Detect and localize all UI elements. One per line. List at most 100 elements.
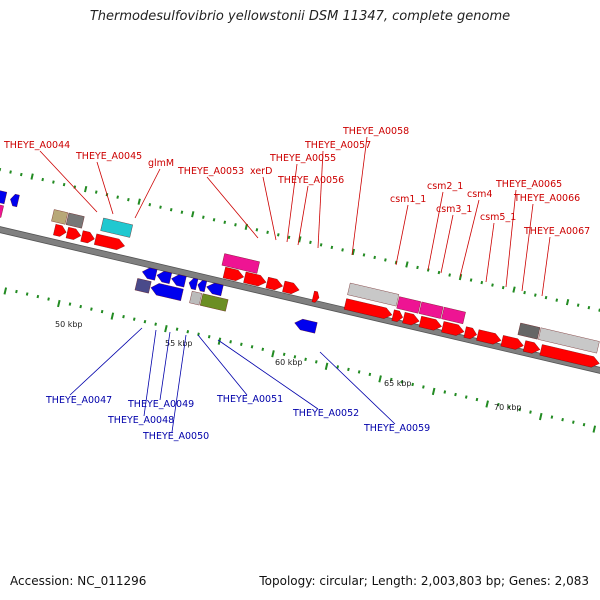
gene-label-THEYE_A0067[interactable]: THEYE_A0067 (523, 226, 590, 237)
gene-feature-forward (311, 290, 320, 303)
tick-mark (576, 303, 580, 307)
tick-row-bottom (3, 287, 597, 433)
gene-label-THEYE_A0055[interactable]: THEYE_A0055 (269, 153, 336, 164)
tick-mark (186, 330, 190, 334)
callout-line (286, 163, 298, 243)
callout-line (351, 136, 368, 256)
tick-mark (485, 400, 489, 408)
gene-label-csm1_1[interactable]: csm1_1 (390, 194, 426, 205)
tick-mark (469, 278, 473, 282)
gene-label-csm3_1[interactable]: csm3_1 (436, 204, 472, 215)
callout-line (217, 339, 319, 410)
gene-label-THEYE_A0056[interactable]: THEYE_A0056 (277, 175, 344, 186)
gene-label-THEYE_A0065[interactable]: THEYE_A0065 (495, 179, 562, 190)
tick-mark (191, 211, 195, 218)
callout-lines (39, 136, 551, 433)
tick-mark (169, 208, 173, 212)
gene-label-csm2_1[interactable]: csm2_1 (427, 181, 463, 192)
gene-feature (538, 327, 600, 354)
gene-label-csm5_1[interactable]: csm5_1 (480, 212, 516, 223)
tick-mark (523, 290, 526, 295)
tick-mark (197, 332, 200, 336)
tick-mark (3, 287, 8, 295)
tick-mark (266, 230, 269, 235)
gene-label-THEYE_A0066[interactable]: THEYE_A0066 (513, 193, 580, 204)
callout-line (143, 329, 157, 417)
gene-label-THEYE_A0053[interactable]: THEYE_A0053 (177, 166, 244, 177)
tick-mark (491, 283, 494, 287)
callout-line (317, 150, 324, 249)
tick-mark (389, 377, 393, 382)
gene-label-THEYE_A0057[interactable]: THEYE_A0057 (304, 140, 371, 151)
callout-line (395, 204, 409, 266)
tick-mark (127, 197, 130, 202)
tick-mark (79, 304, 83, 309)
gene-feature-forward (391, 309, 403, 322)
gene-label-THEYE_A0044[interactable]: THEYE_A0044 (3, 140, 70, 151)
gene-label-THEYE_A0045[interactable]: THEYE_A0045 (75, 151, 142, 162)
callout-line (521, 203, 534, 292)
gene-feature-forward (265, 276, 283, 291)
tick-mark (52, 180, 55, 184)
gene-feature-reverse (199, 293, 229, 312)
callout-line (159, 331, 171, 401)
tick-mark (431, 387, 436, 396)
gene-feature-reverse (156, 271, 172, 284)
gene-feature-forward (441, 321, 465, 336)
gene-label-THEYE_A0052[interactable]: THEYE_A0052 (292, 408, 359, 419)
gene-feature (396, 296, 421, 314)
tick-mark (180, 210, 184, 214)
tick-mark (501, 285, 505, 290)
tick-mark (36, 294, 40, 299)
callout-line (96, 161, 114, 215)
gene-label-THEYE_A0051[interactable]: THEYE_A0051 (216, 394, 283, 405)
tick-mark (400, 380, 404, 384)
gene-label-glmM[interactable]: glmM (148, 158, 174, 169)
gene-feature (65, 212, 85, 229)
tick-mark (223, 220, 227, 224)
tick-mark (416, 265, 419, 270)
gene-label-THEYE_A0047[interactable]: THEYE_A0047 (45, 395, 112, 406)
gene-label-THEYE_A0049[interactable]: THEYE_A0049 (127, 399, 194, 410)
callout-line (505, 189, 517, 288)
gene-feature (441, 306, 466, 324)
tick-mark (405, 261, 409, 268)
gene-label-THEYE_A0059[interactable]: THEYE_A0059 (363, 423, 430, 434)
tick-mark (565, 299, 570, 306)
tick-mark (534, 293, 537, 297)
gene-feature-forward (343, 298, 393, 319)
tick-mark (512, 286, 516, 293)
tick-mark (202, 215, 205, 219)
gene-label-THEYE_A0058[interactable]: THEYE_A0058 (342, 126, 409, 137)
tick-mark (148, 202, 152, 207)
tick-mark (324, 362, 329, 370)
tick-mark (271, 350, 275, 358)
gene-label-csm4[interactable]: csm4 (467, 189, 492, 200)
tick-mark (319, 243, 323, 247)
gene-label-THEYE_A0048[interactable]: THEYE_A0048 (107, 415, 174, 426)
tick-mark (110, 312, 115, 320)
callout-line (297, 185, 309, 246)
gene-feature (347, 282, 400, 307)
tick-mark (261, 347, 265, 351)
callout-line (485, 222, 495, 283)
gene-label-xerD[interactable]: xerD (250, 166, 272, 177)
tick-mark (458, 273, 463, 281)
forward-inner-track (53, 224, 600, 368)
gene-feature (221, 253, 260, 274)
callout-line (459, 199, 480, 278)
gene-feature-forward (463, 326, 477, 340)
gene-feature-reverse (0, 182, 8, 205)
gene-feature-forward (94, 233, 125, 250)
gene-feature (100, 217, 133, 238)
gene-feature-forward (476, 329, 502, 345)
gene-feature (517, 322, 541, 340)
gene-label-THEYE_A0050[interactable]: THEYE_A0050 (142, 431, 209, 442)
tick-mark (94, 190, 98, 194)
tick-mark (159, 205, 162, 209)
callout-line (171, 334, 187, 433)
tick-mark (143, 319, 147, 324)
genome-backbone (0, 201, 600, 399)
tick-mark (62, 182, 66, 187)
